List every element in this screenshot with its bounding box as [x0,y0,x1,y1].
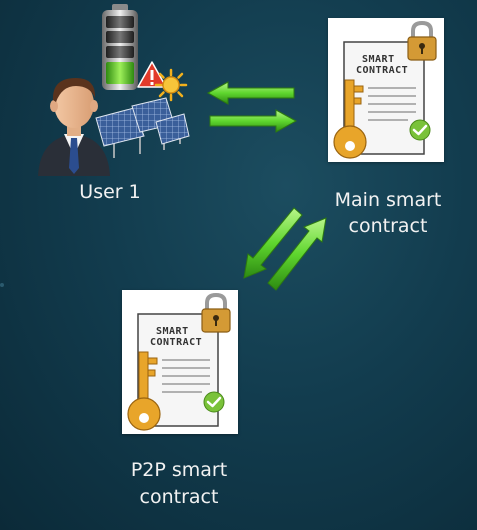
p2p-contract-label-line1: P2P smart [130,459,228,481]
lock-icon [407,20,437,61]
key-icon [127,351,161,431]
sun-icon [154,68,188,102]
lock-icon [201,292,231,333]
main-contract-node: SMART CONTRACT Main smart contract [318,18,458,238]
main-contract-card: SMART CONTRACT [328,18,444,162]
arrow-up-right-icon [267,217,327,291]
p2p-contract-node: SMART CONTRACT P2P smart contract [104,290,254,520]
check-icon [203,391,225,413]
user-avatar-icon [38,78,110,176]
contract-title-line1: SMART [362,54,395,65]
contract-title-line1: SMART [156,326,189,337]
arrow-down-left-icon [243,207,303,279]
check-icon [409,119,431,141]
solar-panel-icon [95,97,190,158]
p2p-contract-label-line2: contract [139,486,219,508]
battery-icon [102,4,138,90]
contract-title-line2: CONTRACT [150,337,203,348]
user-label: User 1 [79,181,141,203]
p2p-contract-card: SMART CONTRACT [122,290,238,434]
contract-title-line2: CONTRACT [356,65,409,76]
key-icon [333,79,367,159]
main-contract-label-line2: contract [348,215,428,237]
edge-dot [0,283,4,287]
main-contract-label-line1: Main smart [334,189,442,211]
arrow-right-icon [209,109,298,133]
user-node: User 1 [30,0,200,203]
arrow-left-icon [206,81,295,105]
